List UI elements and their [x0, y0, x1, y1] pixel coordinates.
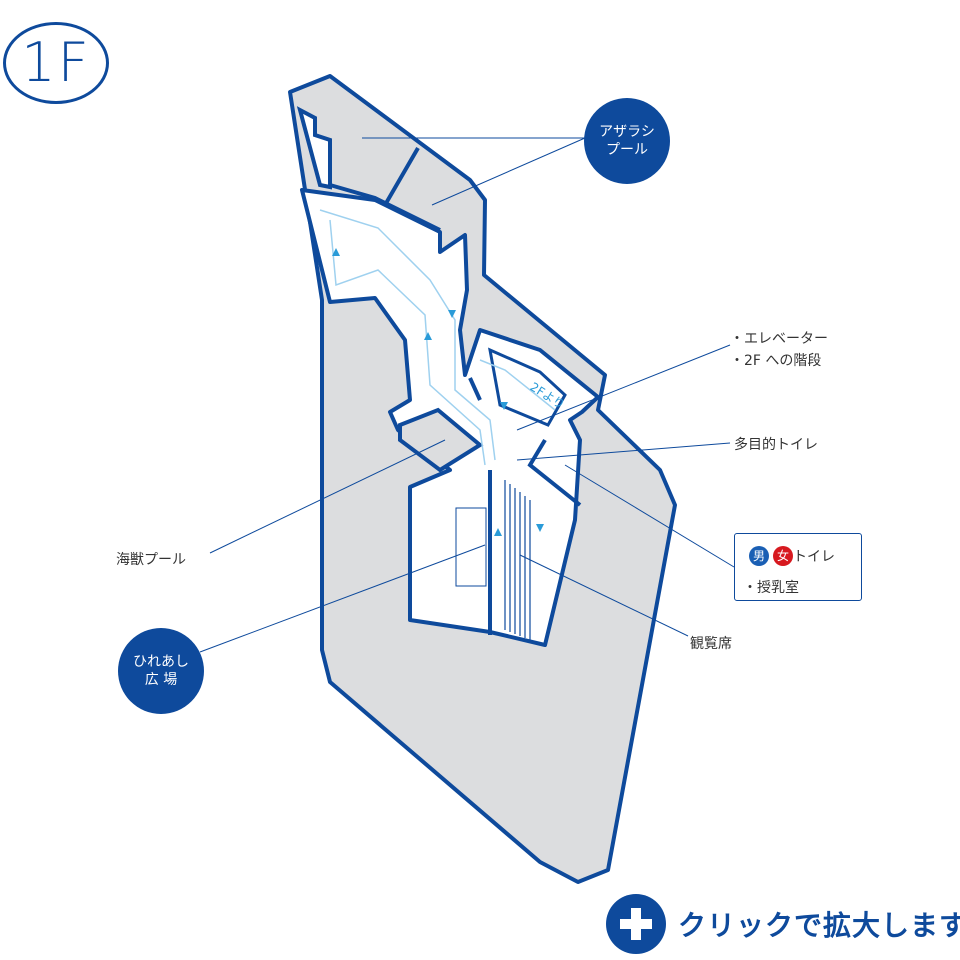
walking-paths	[319, 209, 556, 466]
plaza-label: ひれあし 広 場	[133, 654, 189, 688]
seal-pool-badge[interactable]: アザラシ プール	[584, 98, 670, 184]
floor-badge: 1F	[3, 22, 109, 104]
nursing-room-label: ・授乳室	[743, 580, 799, 596]
stairs-label: ・2F への階段	[730, 353, 822, 369]
marine-pool-label: 海獣プール	[116, 552, 186, 568]
elevator-label: ・エレベーター	[730, 331, 828, 347]
plaza-badge[interactable]: ひれあし 広 場	[118, 628, 204, 714]
plus-icon	[606, 894, 666, 954]
plaza-rect	[455, 507, 487, 587]
male-icon: 男	[749, 546, 769, 566]
seats-lines	[504, 480, 531, 640]
seal-pool-wall-2	[296, 106, 332, 190]
seats-label: 観覧席	[690, 636, 732, 652]
seal-pool-label: アザラシ プール	[599, 124, 655, 158]
female-icon: 女	[773, 546, 793, 566]
marine-pool-block	[398, 407, 484, 473]
multipurpose-toilet-label: 多目的トイレ	[734, 437, 818, 453]
zoom-label: クリックで拡大します	[678, 909, 960, 942]
path-arrows	[332, 248, 544, 536]
zoom-button[interactable]: クリックで拡大します	[606, 894, 960, 954]
toilet-label: トイレ	[793, 549, 835, 565]
inner-wall	[468, 377, 582, 635]
leader-lines	[199, 137, 735, 653]
toilet-info-box: 男 女 トイレ ・授乳室	[734, 533, 862, 601]
